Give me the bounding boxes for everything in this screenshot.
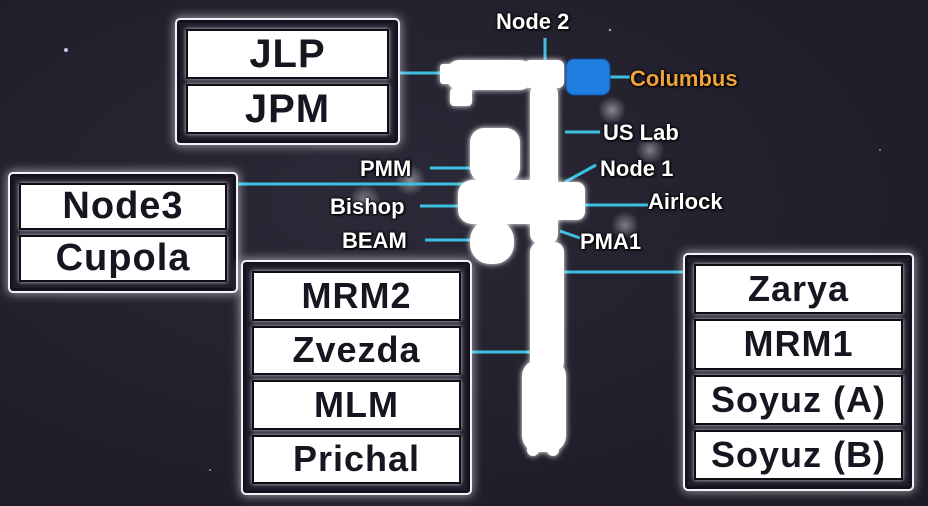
label-columbus: Columbus xyxy=(630,66,738,91)
label-pma1: PMA1 xyxy=(580,229,642,254)
russian-segment-module-group: MRM2 Zvezda MLM Prichal xyxy=(243,262,470,493)
label-pmm: PMM xyxy=(360,156,412,181)
columbus-module xyxy=(565,58,611,96)
label-beam: BEAM xyxy=(342,228,407,253)
module-box-jpm: JPM xyxy=(186,84,389,134)
module-box-cupola: Cupola xyxy=(19,235,227,282)
module-box-jlp: JLP xyxy=(186,29,389,79)
japan-module-group: JLP JPM xyxy=(177,20,398,143)
module-box-node3: Node3 xyxy=(19,183,227,230)
module-box-soyuz-a: Soyuz (A) xyxy=(694,374,903,425)
node3-module-group: Node3 Cupola xyxy=(10,174,236,291)
module-box-mrm2: MRM2 xyxy=(252,271,461,321)
station-silhouette xyxy=(440,60,585,456)
label-bishop: Bishop xyxy=(330,194,405,219)
label-node2: Node 2 xyxy=(496,9,570,34)
module-box-zvezda: Zvezda xyxy=(252,325,461,375)
module-box-mlm: MLM xyxy=(252,380,461,430)
module-box-soyuz-b: Soyuz (B) xyxy=(694,429,903,480)
module-box-mrm1: MRM1 xyxy=(694,319,903,370)
module-box-zarya: Zarya xyxy=(694,264,903,315)
label-airlock: Airlock xyxy=(648,189,723,214)
zarya-module-group: Zarya MRM1 Soyuz (A) Soyuz (B) xyxy=(685,255,912,489)
label-us-lab: US Lab xyxy=(603,120,679,145)
module-box-prichal: Prichal xyxy=(252,434,461,484)
label-node1: Node 1 xyxy=(600,156,674,181)
